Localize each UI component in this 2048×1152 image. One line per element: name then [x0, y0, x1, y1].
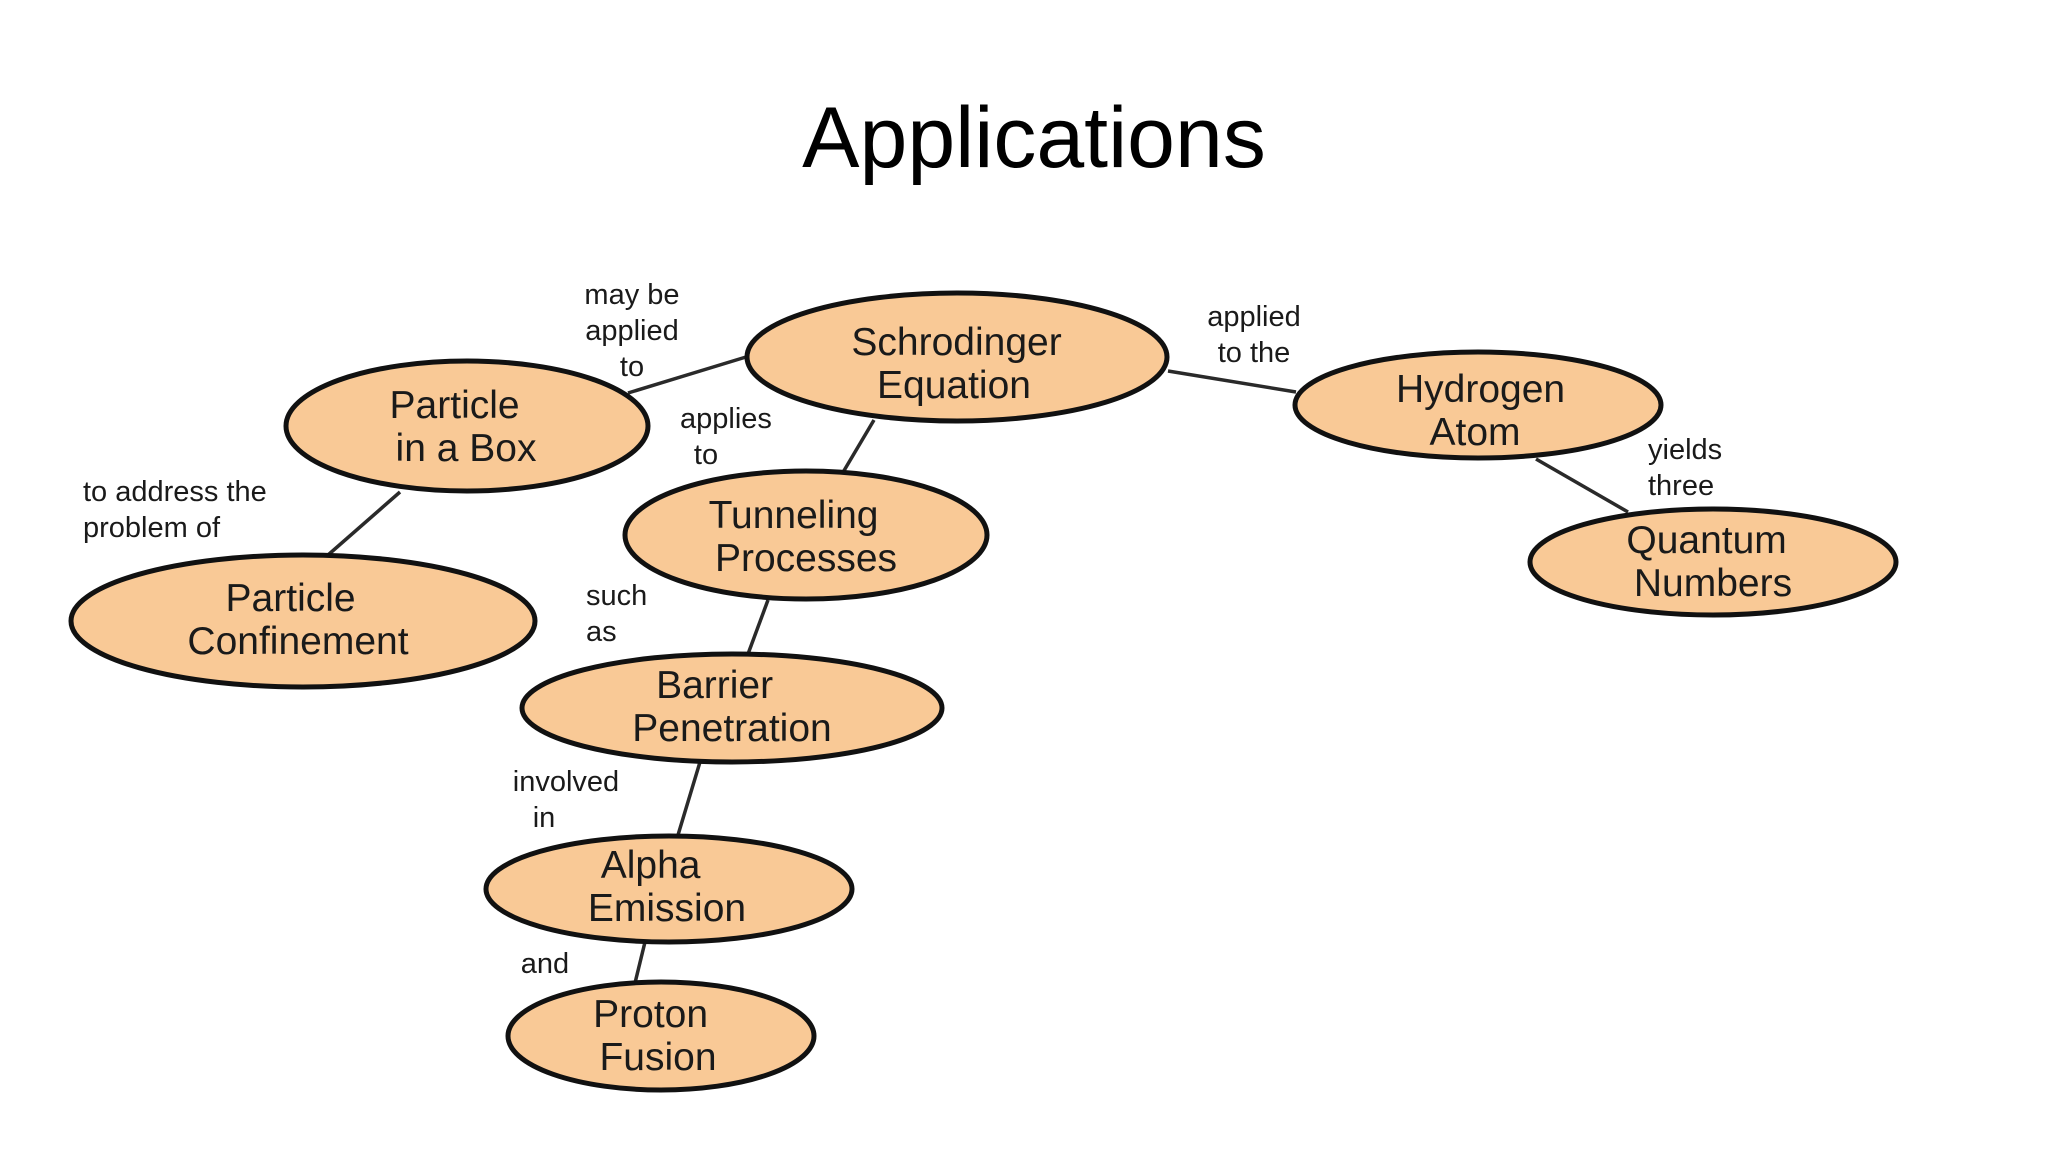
- node-particle-in-a-box: Particle in a Box: [283, 358, 651, 494]
- link-label-to-address: to address the problem of: [83, 476, 275, 544]
- edge-alpha-to-proton: [633, 941, 647, 984]
- edge-box-to-schrodinger: [627, 355, 747, 395]
- edge-schrodinger-to-tunneling: [840, 419, 876, 475]
- node-schrodinger-equation: Schrodinger Equation: [744, 290, 1170, 424]
- node-proton-fusion: Proton Fusion: [505, 979, 817, 1093]
- svg-text:Particle Confinement: Particle Confinement: [187, 577, 408, 663]
- svg-text:Tunneling Processes: Tunneling Processes: [709, 494, 897, 580]
- svg-text:Proton Fusion: Proton Fusion: [593, 993, 719, 1079]
- link-label-yields-three: yields three: [1648, 434, 1730, 502]
- svg-text:Schrodinger Equation: Schrodinger Equation: [851, 321, 1072, 407]
- link-label-applied-to-the: applied to the: [1207, 301, 1309, 369]
- link-label-involved-in: involved in: [513, 766, 627, 834]
- link-label-applies-to: applies to: [680, 403, 780, 471]
- node-barrier-penetration: Barrier Penetration: [519, 651, 945, 765]
- node-tunneling-processes: Tunneling Processes: [622, 468, 990, 602]
- edge-barrier-to-alpha: [676, 761, 702, 836]
- edge-tunneling-to-barrier: [746, 599, 770, 655]
- svg-text:Hydrogen Atom: Hydrogen Atom: [1396, 368, 1576, 454]
- edge-box-to-confinement: [326, 490, 402, 557]
- node-quantum-numbers: Quantum Numbers: [1527, 506, 1899, 618]
- link-label-such-as: such as: [586, 580, 655, 648]
- svg-text:Barrier Penetration: Barrier Penetration: [632, 664, 831, 750]
- link-label-may-be-applied-to: may be applied to: [584, 279, 687, 383]
- node-hydrogen-atom: Hydrogen Atom: [1292, 349, 1664, 461]
- node-particle-confinement: Particle Confinement: [68, 552, 538, 690]
- node-alpha-emission: Alpha Emission: [483, 833, 855, 945]
- svg-text:Quantum Numbers: Quantum Numbers: [1626, 519, 1797, 605]
- slide-title: Applications: [802, 90, 1266, 186]
- svg-text:Alpha Emission: Alpha Emission: [588, 844, 746, 930]
- edge-hydrogen-to-quantum: [1535, 457, 1629, 514]
- link-label-and: and: [521, 948, 569, 980]
- svg-text:Particle in a Box: Particle in a Box: [390, 384, 537, 470]
- edge-schrodinger-to-hydrogen: [1167, 369, 1297, 394]
